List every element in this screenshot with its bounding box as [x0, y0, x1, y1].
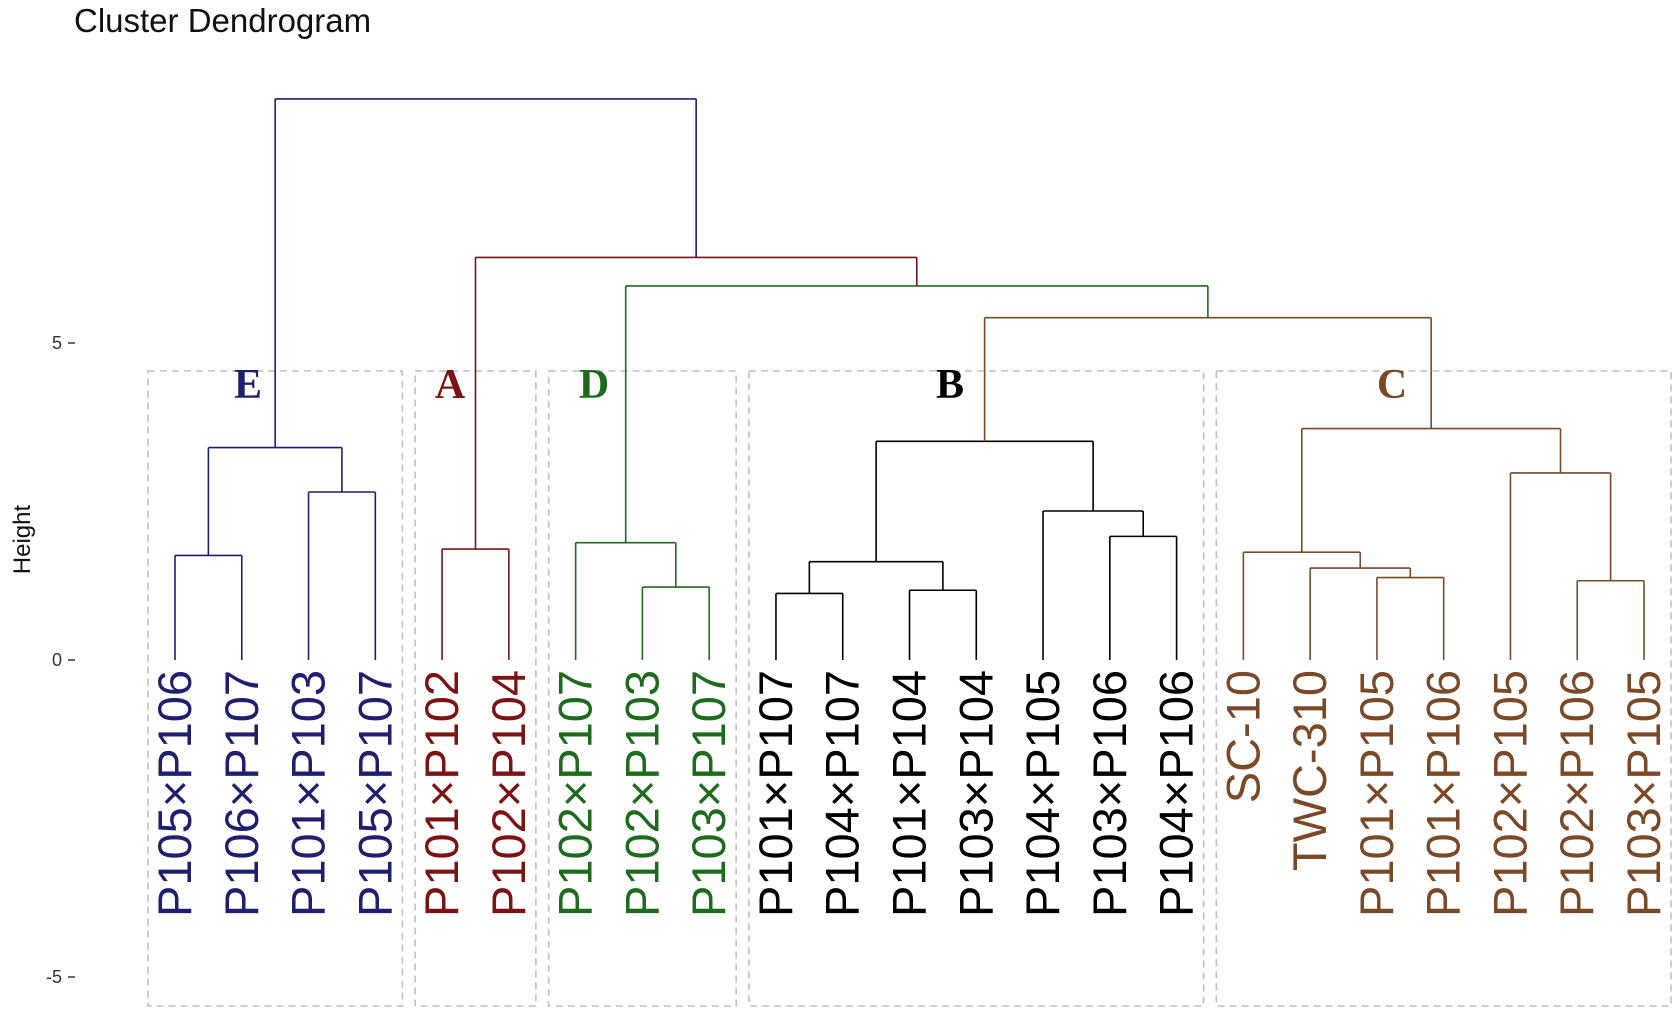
leaf-label: P103×P107 [682, 670, 735, 917]
cluster-letter-C: C [1377, 362, 1407, 408]
cluster-box-D [547, 370, 737, 1007]
cluster-letter-B: B [936, 362, 964, 408]
y-tick-label: 5 [52, 333, 62, 353]
leaf-label: P103×P104 [949, 670, 1002, 917]
leaf-label: P102×P106 [1550, 670, 1603, 917]
y-tick-label: -5 [46, 967, 62, 987]
y-axis-label: Height [9, 505, 36, 575]
leaf-label: P101×P102 [415, 670, 468, 917]
leaf-label: P105×P106 [148, 670, 201, 917]
leaf-label: P102×P105 [1483, 670, 1536, 917]
cluster-letter-D: D [579, 362, 609, 408]
leaf-label: P102×P103 [615, 670, 668, 917]
chart-title: Cluster Dendrogram [74, 2, 372, 39]
cluster-letter-A: A [435, 362, 466, 408]
leaf-label: P102×P104 [482, 670, 535, 917]
leaf-label: TWC-310 [1283, 670, 1336, 871]
cluster-box-B [748, 370, 1205, 1007]
leaf-label: P101×P103 [282, 670, 335, 917]
leaf-label: P101×P105 [1350, 670, 1403, 917]
leaf-label: P101×P104 [883, 670, 936, 917]
leaf-label: P104×P105 [1016, 670, 1069, 917]
leaf-label: P102×P107 [549, 670, 602, 917]
leaf-label: P101×P106 [1417, 670, 1470, 917]
leaf-label: P103×P105 [1617, 670, 1670, 917]
leaf-label: P103×P106 [1083, 670, 1136, 917]
leaf-label: P106×P107 [215, 670, 268, 917]
leaf-label: SC-10 [1216, 670, 1269, 803]
leaf-label: P101×P107 [749, 670, 802, 917]
leaf-label: P105×P107 [348, 670, 401, 917]
cluster-box-C [1215, 370, 1672, 1007]
leaf-label: P104×P106 [1150, 670, 1203, 917]
leaf-label: P104×P107 [816, 670, 869, 917]
y-tick-label: 0 [52, 650, 62, 670]
cluster-letter-E: E [234, 362, 262, 408]
